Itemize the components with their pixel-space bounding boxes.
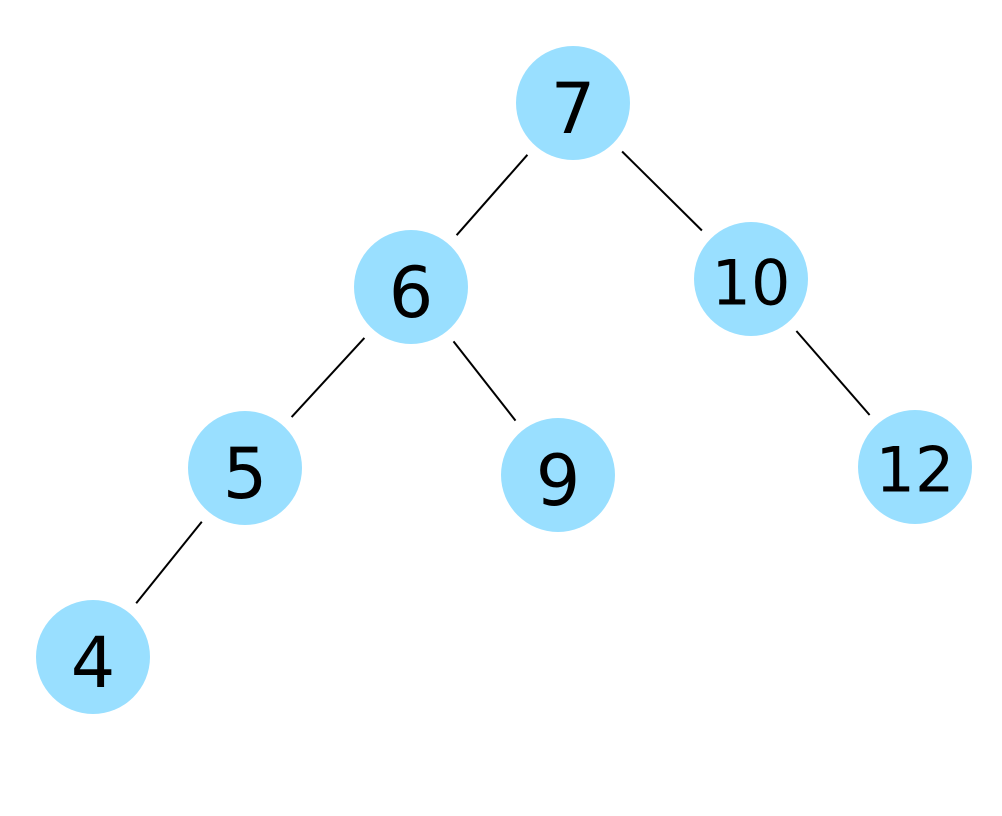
edge-6-9 xyxy=(452,340,517,422)
node-7-label: 7 xyxy=(551,68,596,150)
node-4-label: 4 xyxy=(71,622,116,704)
node-9: 9 xyxy=(501,418,615,532)
node-12-circle xyxy=(858,410,972,524)
node-6-label: 6 xyxy=(389,252,434,334)
edge-6-5 xyxy=(290,337,366,418)
node-10-circle xyxy=(694,222,808,336)
node-7-circle xyxy=(516,46,630,160)
node-7: 7 xyxy=(516,46,630,160)
node-12-label: 12 xyxy=(876,434,955,507)
node-5-circle xyxy=(188,411,302,525)
node-10-label: 10 xyxy=(712,247,791,320)
edge-7-10 xyxy=(621,150,703,232)
node-5: 5 xyxy=(188,411,302,525)
node-6: 6 xyxy=(354,230,468,344)
node-10: 10 xyxy=(694,222,808,336)
node-5-label: 5 xyxy=(223,433,268,515)
node-6-circle xyxy=(354,230,468,344)
node-9-circle xyxy=(501,418,615,532)
edge-5-4 xyxy=(135,521,203,604)
node-12: 12 xyxy=(858,410,972,524)
node-9-label: 9 xyxy=(536,440,581,522)
edge-7-6 xyxy=(455,154,529,236)
node-4-circle xyxy=(36,600,150,714)
node-4: 4 xyxy=(36,600,150,714)
edge-10-12 xyxy=(795,330,871,416)
